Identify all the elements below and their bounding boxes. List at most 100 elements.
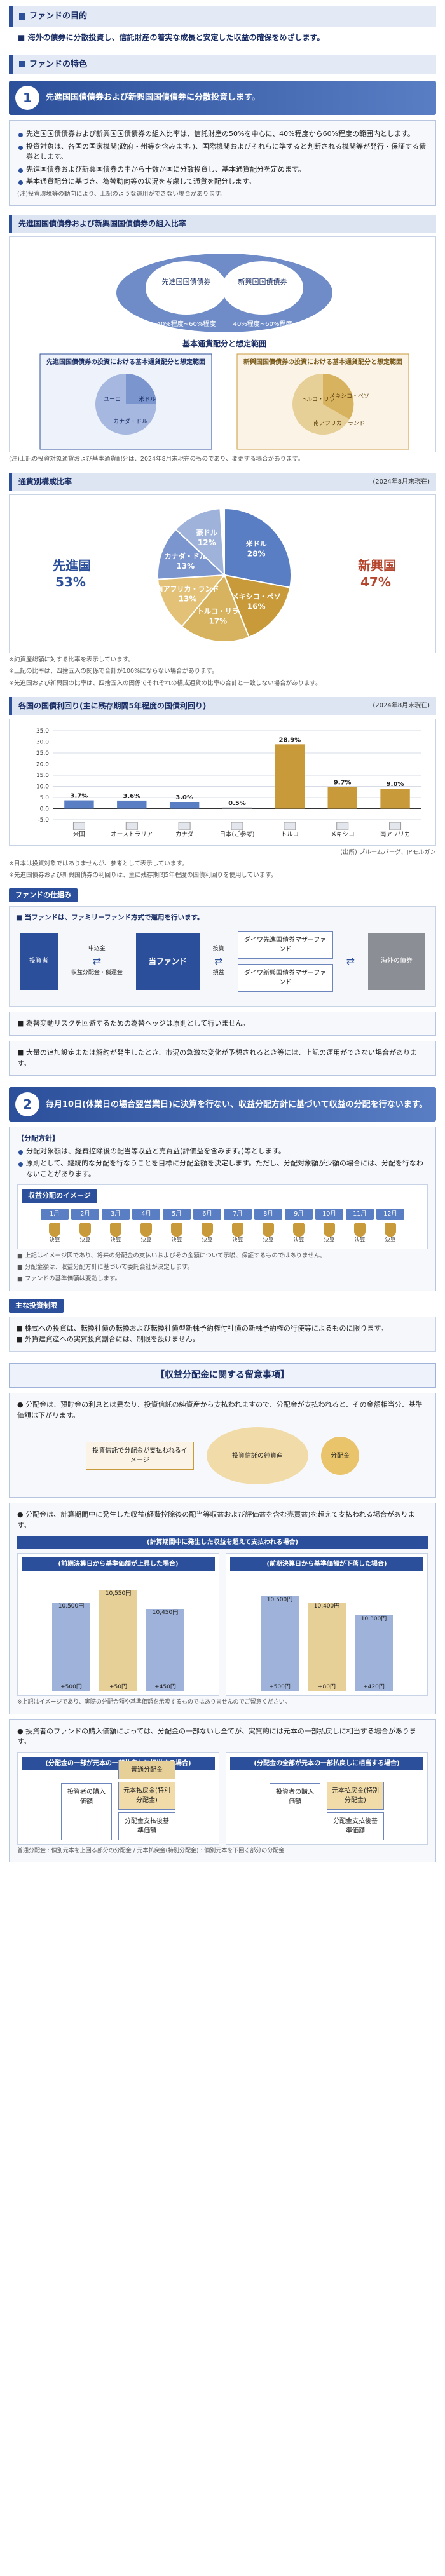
structure-note1: ■ 為替変動リスクを回避するための為替ヘッジは原則として行いません。 — [9, 1011, 436, 1036]
month-note: 決算 — [110, 1237, 121, 1244]
mix-title: 先進国国債債券および新興国国債債券の組入比率 — [18, 219, 187, 228]
case-left-title: (前期決算日から基準価額が上昇した場合) — [22, 1557, 215, 1571]
x-tick-label: オーストラリア — [111, 831, 153, 838]
flow-label: 申込金 — [88, 946, 106, 952]
purpose-header: ファンドの目的 — [9, 6, 436, 27]
pie-slice — [157, 528, 226, 580]
review-p1-text: ● 分配金は、預貯金の利息とは異なり、投資信託の純資産から支払われますので、分配… — [17, 1400, 423, 1420]
case-right-bars: 10,500円+500円 10,400円+80円 10,300円+420円 — [230, 1571, 423, 1691]
p3-box: 分配金支払後基準価額 — [118, 1812, 175, 1840]
pie-header: 通貨別構成比率(2024年8月末現在) — [9, 473, 436, 491]
flow-label: 投資 — [212, 946, 224, 952]
p3-stack: 普通分配金 元本払戻金(特別分配金) 分配金支払後基準価額 — [118, 1760, 175, 1840]
review-p3-text: ● 投資者のファンドの購入価額によっては、分配金の一部ないし全てが、実質的には元… — [17, 1726, 416, 1746]
pie-right-label: 新興国 — [358, 558, 396, 573]
data-label: 28.9% — [279, 736, 301, 743]
pie-slice-value: 16% — [247, 602, 266, 611]
flow-label: 損益 — [212, 969, 224, 976]
y-tick-label: 10.0 — [36, 783, 49, 790]
flag-icon — [336, 822, 349, 830]
feature1-band: 1 先進国国債債券および新興国国債債券に分散投資します。 — [9, 81, 436, 115]
x-tick-label: トルコ — [281, 831, 299, 838]
flow-labels-1: 申込金⇄収益分配金・償還金 — [71, 945, 123, 977]
month-label: 3月 — [102, 1208, 130, 1220]
case-bar: 10,450円+450円 — [146, 1609, 184, 1691]
x-tick-label: 日本(ご参考) — [220, 830, 255, 838]
pie-slice-label: トルコ・リラ — [197, 607, 239, 615]
month-cell: 5月決算 — [163, 1208, 191, 1245]
dist-image-label: 収益分配のイメージ — [22, 1189, 97, 1203]
feature2-box: 【分配方針】 分配対象額は、経費控除後の配当等収益と売買益(評価益を含みます。)… — [9, 1127, 436, 1291]
y-tick-label: 0.0 — [40, 806, 50, 812]
feature2-note: ■ ファンドの基準価額は変動します。 — [17, 1275, 121, 1283]
review-p2-text: ● 分配金は、計算期間中に発生した収益(経費控除後の配当等収益および評価益を含む… — [17, 1510, 415, 1529]
mix-left-slice-label: カナダ・ドル — [113, 417, 147, 425]
purpose-title: ファンドの目的 — [29, 11, 88, 21]
month-note: 決算 — [140, 1237, 152, 1244]
feature1-bullet: 先進国債券および新興国債券の中から十数か国に分散投資し、基本通貨配分を定めます。 — [17, 165, 428, 175]
mix-left-range: 40%程度~60%程度 — [157, 320, 216, 328]
month-note: 決算 — [232, 1237, 243, 1244]
month-cell: 2月決算 — [71, 1208, 99, 1245]
arrow-right-icon: ⇄ — [92, 954, 102, 967]
month-cell: 3月決算 — [102, 1208, 130, 1245]
pie-slice-value: 13% — [179, 595, 197, 604]
feature2-note: ■ 上記はイメージ図であり、将来の分配金の支払いおよびその金額について示唆、保証… — [17, 1252, 326, 1259]
review-img1-label: 投資信託で分配金が支払われるイメージ — [86, 1442, 194, 1470]
month-note: 決算 — [385, 1237, 396, 1244]
structure-lead: ■ 当ファンドは、ファミリーファンド方式で運用を行います。 — [16, 914, 204, 921]
case-value: 10,450円 — [152, 1610, 179, 1616]
p3-cols: (分配金の一部が元本の一部払戻しに相当する場合) 投資者の購入価額 普通分配金 … — [17, 1752, 428, 1845]
y-tick-label: 35.0 — [36, 728, 49, 735]
arrow-right-icon: ⇄ — [214, 954, 223, 967]
data-label: 3.7% — [71, 792, 88, 799]
pie-right-pct: 47% — [360, 574, 391, 590]
legend: 普通分配金 : 個別元本を上回る部分の分配金 / 元本払戻金(特別分配金) : … — [17, 1847, 285, 1854]
case-bar: 10,300円+420円 — [355, 1615, 393, 1691]
bar-header: 各国の国債利回り(主に残存期間5年程度の国債利回り)(2024年8月末現在) — [9, 696, 436, 715]
case-bar: 10,500円+500円 — [261, 1596, 299, 1691]
data-label: 9.0% — [387, 781, 404, 788]
p3-right: (分配金の全部が元本の一部払戻しに相当する場合) 投資者の購入価額 元本払戻金(… — [226, 1752, 428, 1845]
month-note: 決算 — [79, 1237, 91, 1244]
mix-left-slice-label: 米ドル — [139, 395, 156, 403]
month-cell: 11月決算 — [346, 1208, 374, 1245]
pie-note: ※純資産総額に対する比率を表示しています。 — [9, 656, 134, 663]
pie-note: ※先進国および新興国の比率は、四捨五入の関係でそれぞれの構成通貨の比率の合計と一… — [9, 679, 322, 687]
month-cell: 8月決算 — [254, 1208, 282, 1245]
bar — [380, 788, 410, 809]
month-note: 決算 — [324, 1237, 335, 1244]
p3-right-boxes: 投資者の購入価額 元本払戻金(特別分配金) 分配金支払後基準価額 — [230, 1770, 423, 1840]
structure-header: ファンドの仕組み — [9, 888, 78, 902]
case-right-title: (前期決算日から基準価額が下落した場合) — [230, 1557, 423, 1571]
foreign-bond-box: 海外の債券 — [367, 932, 425, 990]
pie-slice-label: 南アフリカ・ランド — [156, 585, 219, 593]
month-note: 決算 — [49, 1237, 60, 1244]
case-value: 10,300円 — [360, 1616, 387, 1622]
p3-left: (分配金の一部が元本の一部払戻しに相当する場合) 投資者の購入価額 普通分配金 … — [17, 1752, 219, 1845]
month-note: 決算 — [293, 1237, 305, 1244]
mix-left-label: 先進国国債債券 — [162, 277, 211, 286]
review-p3: ● 投資者のファンドの購入価額によっては、分配金の一部ないし全てが、実質的には元… — [9, 1719, 436, 1862]
mix-header: 先進国国債債券および新興国国債債券の組入比率 — [9, 214, 436, 233]
case-bar: 10,550円+50円 — [99, 1590, 137, 1691]
money-bag-icon — [324, 1223, 335, 1237]
pie-slice — [175, 508, 226, 577]
p3-box: 投資者の購入価額 — [61, 1782, 112, 1840]
mix-right-slice — [323, 373, 354, 419]
mix-right-circle — [222, 261, 303, 315]
money-bag-icon — [293, 1223, 305, 1237]
mix-left-panel-title: 先進国国債債券の投資における基本通貨配分と想定範囲 — [46, 358, 205, 366]
bar-title: 各国の国債利回り(主に残存期間5年程度の国債利回り) — [18, 701, 207, 710]
feature2-band: 2 毎月10日(休業日の場合翌営業日)に決算を行ない、収益分配方針に基づいて収益… — [9, 1087, 436, 1122]
case-title: (計算期間中に発生した収益を超えて支払われる場合) — [17, 1536, 428, 1549]
month-note: 決算 — [202, 1237, 213, 1244]
mix-right-panel-title: 新興国国債債券の投資における基本通貨配分と想定範囲 — [243, 358, 402, 366]
pie-slice-value: 17% — [209, 616, 227, 625]
pie-date: (2024年8月末現在) — [373, 478, 430, 485]
money-bag-icon — [385, 1223, 396, 1237]
bar — [327, 787, 357, 809]
money-bag-icon — [171, 1223, 182, 1237]
